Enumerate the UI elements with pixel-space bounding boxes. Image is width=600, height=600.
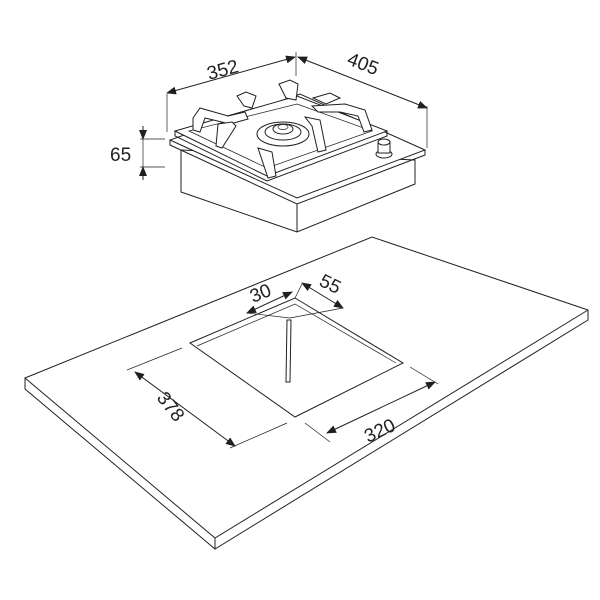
gas-pipe bbox=[285, 319, 292, 383]
hob-width-dimension: 352 bbox=[205, 56, 241, 84]
hob-height-dimension: 65 bbox=[110, 145, 131, 166]
burner bbox=[256, 121, 310, 147]
countertop bbox=[24, 236, 589, 550]
control-knob bbox=[375, 138, 393, 159]
hob-depth-dimension: 405 bbox=[344, 49, 381, 80]
hob-illustration bbox=[168, 79, 427, 233]
